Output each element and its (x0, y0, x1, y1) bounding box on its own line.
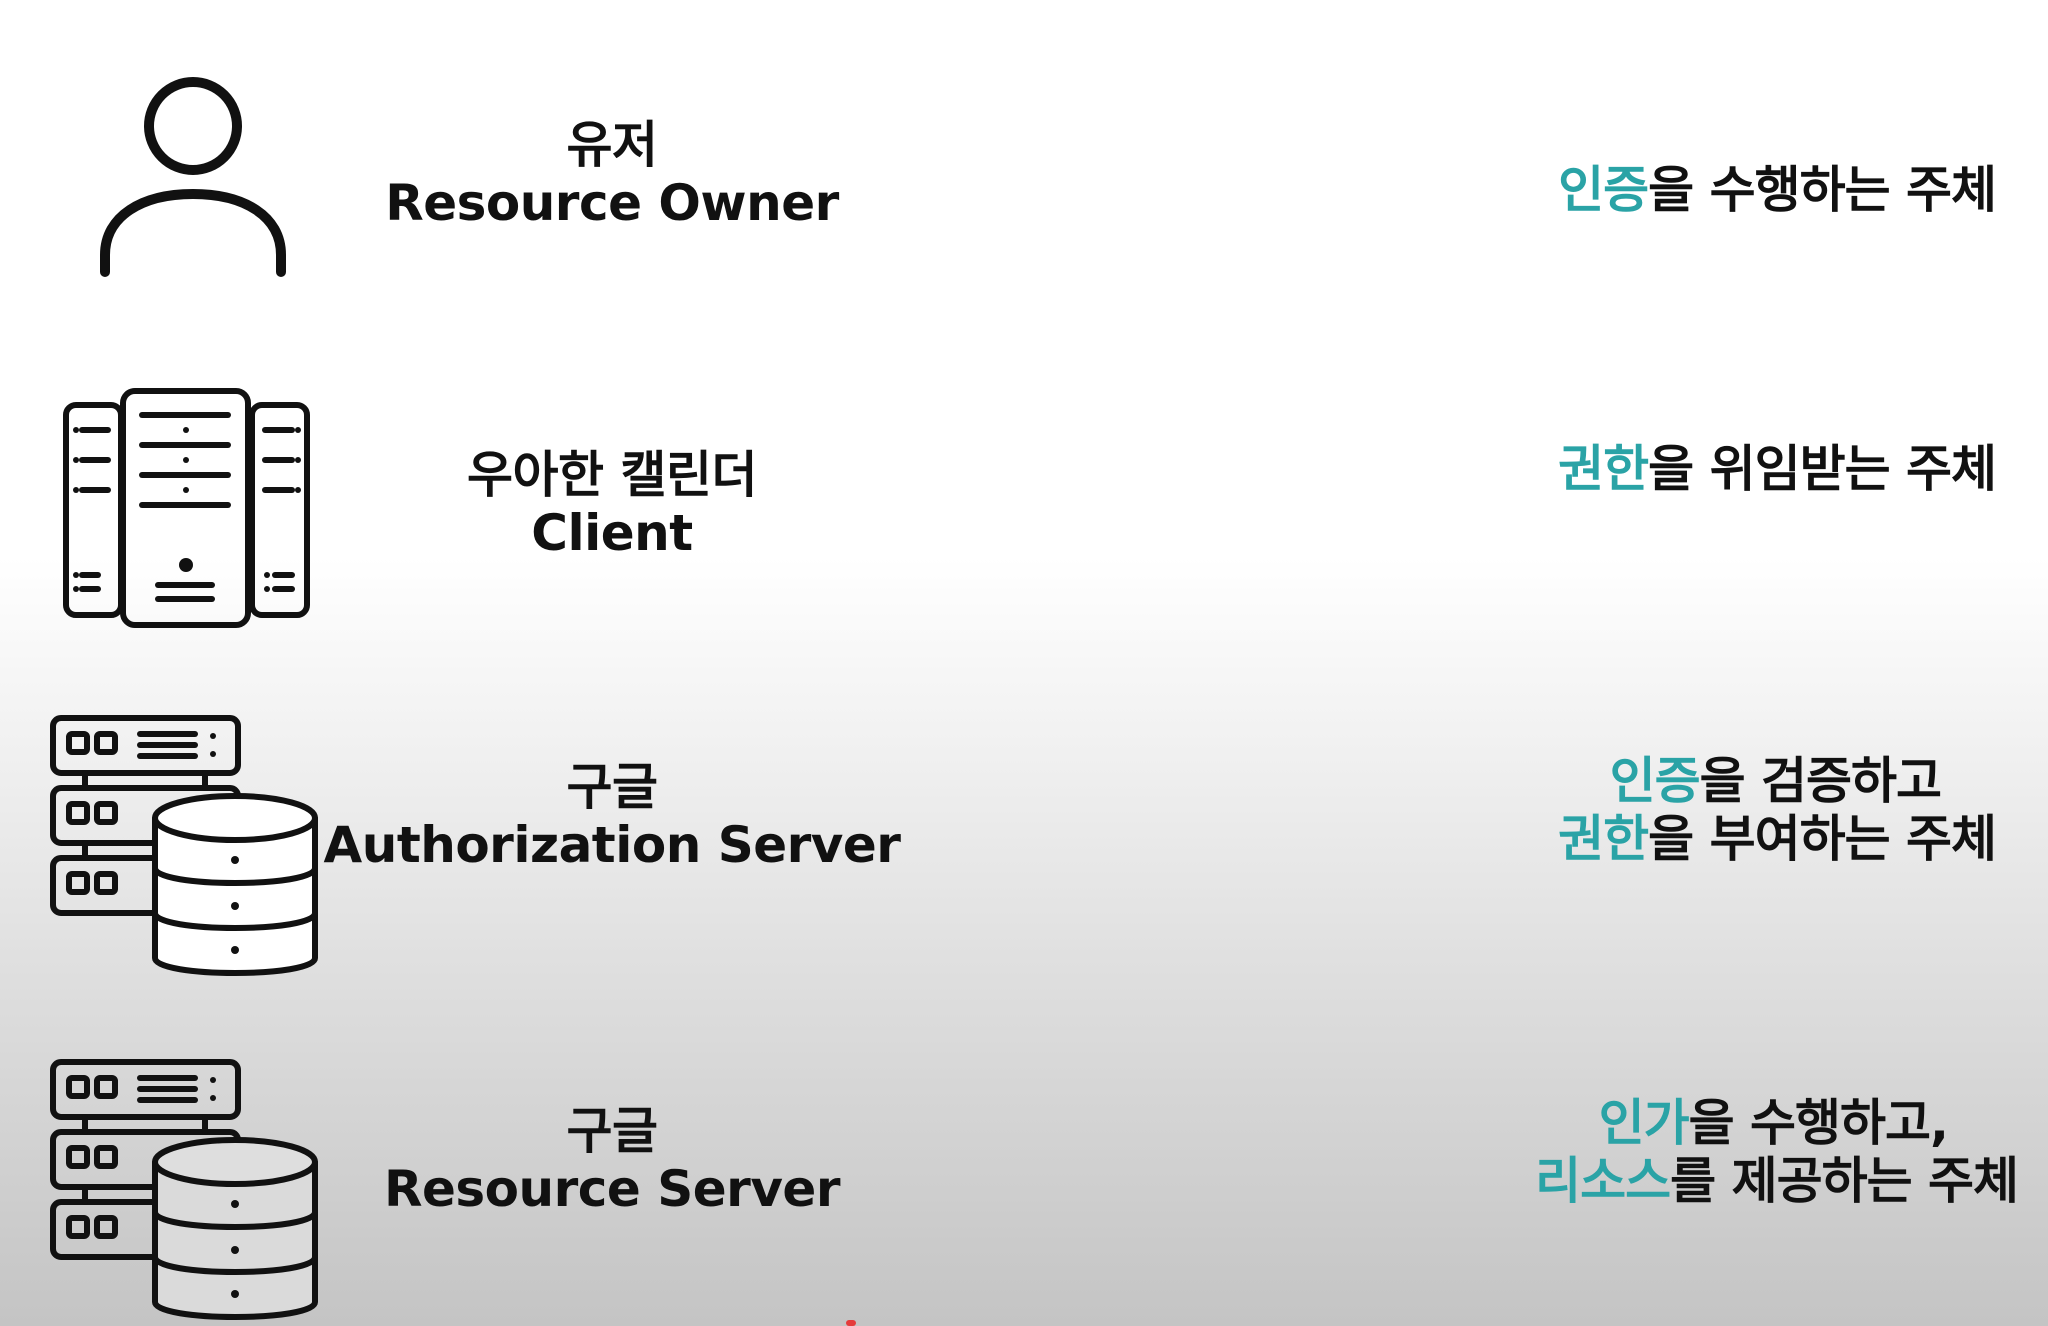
description-line: 인증을 수행하는 주체 (1558, 161, 1997, 219)
entity-name-en: Authorization Server (323, 816, 901, 874)
entity-name-en: Resource Owner (385, 174, 839, 232)
entity-label: 구글 Resource Server (292, 1102, 932, 1218)
description-line: 권한을 위임받는 주체 (1558, 440, 1997, 498)
server-rack-icon (63, 388, 310, 628)
description-line: 리소스를 제공하는 주체 (1535, 1152, 2019, 1210)
red-marker (846, 1320, 856, 1326)
description-text: 을 수행하고, (1688, 1094, 1949, 1152)
entity-name-ko: 구글 (566, 1102, 659, 1160)
entity-label: 유저 Resource Owner (292, 116, 932, 232)
user-icon (100, 77, 286, 277)
highlight-term: 권한 (1558, 810, 1649, 868)
highlight-term: 인가 (1598, 1094, 1690, 1152)
server-database-icon (50, 715, 318, 976)
row-resource-owner: 유저 Resource Owner 인증을 수행하는 주체 (0, 0, 2048, 300)
description-line: 인증을 검증하고 (1558, 752, 1996, 810)
server-database-icon (50, 1059, 318, 1320)
highlight-term: 권한 (1558, 440, 1649, 498)
highlight-term: 리소스 (1535, 1152, 1671, 1210)
entity-label: 구글 Authorization Server (292, 758, 932, 874)
entity-name-en: Resource Server (384, 1160, 840, 1218)
role-description: 인증을 검증하고 권한을 부여하는 주체 (1558, 752, 1997, 868)
role-description: 권한을 위임받는 주체 (1558, 440, 1997, 498)
description-text: 을 수행하는 주체 (1648, 161, 1997, 219)
entity-name-ko: 유저 (566, 116, 659, 174)
entity-name-ko: 구글 (566, 758, 659, 816)
row-resource-server: 구글 Resource Server 인가을 수행하고, 리소스를 제공하는 주… (0, 1044, 2048, 1326)
entity-name-ko: 우아한 캘린더 (467, 446, 757, 504)
highlight-term: 인증 (1609, 752, 1701, 810)
role-description: 인가을 수행하고, 리소스를 제공하는 주체 (1535, 1094, 2019, 1210)
description-text: 을 위임받는 주체 (1648, 440, 1997, 498)
description-text: 을 검증하고 (1699, 752, 1942, 810)
entity-label: 우아한 캘린더 Client (292, 446, 932, 562)
role-description: 인증을 수행하는 주체 (1558, 161, 1997, 219)
description-line: 인가을 수행하고, (1535, 1094, 2018, 1152)
entity-name-en: Client (531, 504, 693, 562)
highlight-term: 인증 (1558, 161, 1649, 219)
description-text: 를 제공하는 주체 (1670, 1152, 2019, 1210)
description-line: 권한을 부여하는 주체 (1558, 810, 1997, 868)
row-authorization-server: 구글 Authorization Server 인증을 검증하고 권한을 부여하… (0, 700, 2048, 980)
description-text: 을 부여하는 주체 (1648, 810, 1997, 868)
row-client: 우아한 캘린더 Client 권한을 위임받는 주체 (0, 370, 2048, 640)
